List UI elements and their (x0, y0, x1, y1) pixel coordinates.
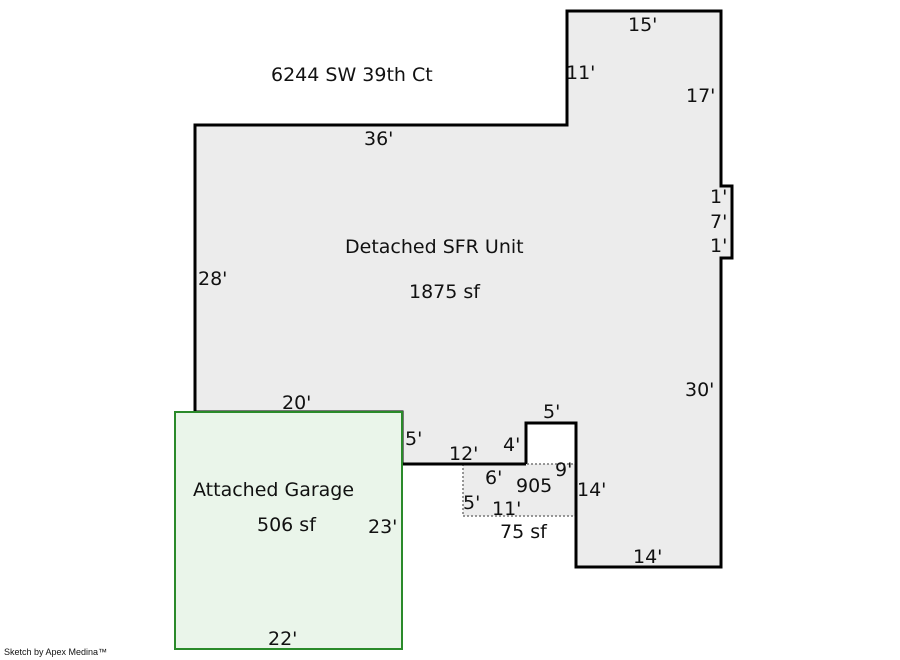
sketch-credit: Sketch by Apex Medina™ (4, 647, 108, 657)
house-name: Detached SFR Unit (345, 236, 524, 258)
dim-label: 14' (577, 479, 607, 501)
dim-label: 5' (463, 492, 481, 514)
dim-label: 11' (566, 62, 596, 84)
dim-label: 1' (710, 186, 728, 208)
dim-label: 1' (710, 235, 728, 257)
garage-size: 506 sf (257, 514, 316, 536)
dim-label: 6' (485, 467, 503, 489)
dim-label: 30' (685, 379, 715, 401)
dim-label: 28' (198, 268, 228, 290)
dim-label: 11' (492, 498, 522, 520)
dim-label: 36' (364, 128, 394, 150)
dim-label: 5' (543, 401, 561, 423)
dim-label: 5' (405, 428, 423, 450)
dim-label: 22' (268, 628, 298, 650)
dim-label: 9' (555, 459, 573, 481)
address-label: 6244 SW 39th Ct (271, 64, 433, 86)
dim-label: 20' (282, 392, 312, 414)
dim-label: 7' (710, 211, 728, 233)
sub-area-size: 75 sf (500, 521, 547, 543)
dim-label: 12' (449, 443, 479, 465)
sub-area-code: 905 (516, 475, 553, 497)
dim-label: 17' (686, 85, 716, 107)
dim-label: 14' (633, 546, 663, 568)
dim-label: 23' (368, 516, 398, 538)
garage-name: Attached Garage (193, 479, 355, 501)
house-size: 1875 sf (409, 281, 480, 303)
garage-outline (174, 411, 403, 650)
sub-area-outline (462, 463, 577, 517)
dim-label: 4' (503, 434, 521, 456)
dim-label: 15' (628, 14, 658, 36)
